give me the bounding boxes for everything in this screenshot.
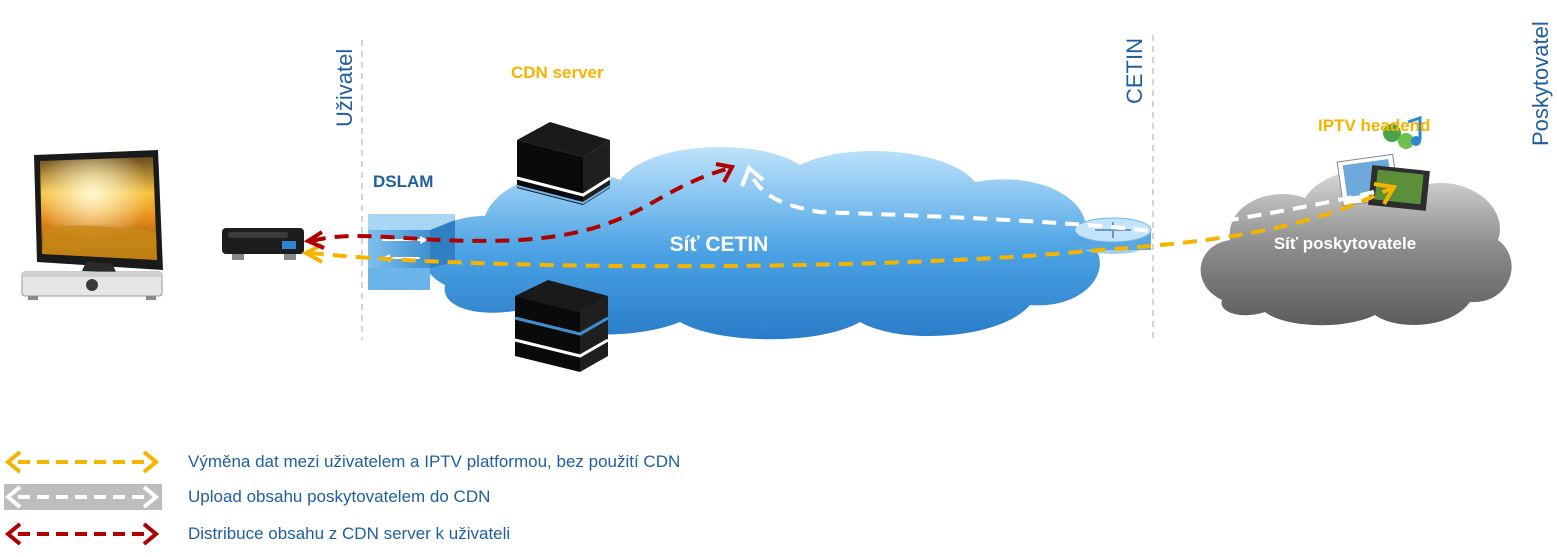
cdn-upload-path	[740, 164, 1375, 235]
legend-item: Distribuce obsahu z CDN server k uživate…	[166, 522, 510, 546]
dslam-label: DSLAM	[373, 172, 434, 191]
legend-label: Výměna dat mezi uživatelem a IPTV platfo…	[188, 452, 681, 471]
legend-label: Upload obsahu poskytovatelem do CDN	[188, 487, 491, 506]
iptv-headend-label: IPTV headend	[1318, 116, 1431, 135]
legend-red-arrow-icon	[4, 522, 160, 546]
cdn-distribution-path	[303, 162, 736, 250]
cdn-server-icon	[516, 122, 611, 205]
provider-cloud	[1200, 169, 1512, 326]
zone-label-user: Uživatel	[332, 48, 357, 127]
legend-item: Upload obsahu poskytovatelem do CDN	[166, 485, 490, 509]
legend-yellow-arrow-icon	[4, 450, 160, 474]
zone-label-cetin: CETIN	[1122, 38, 1147, 104]
iptv-data-exchange-path	[301, 182, 1398, 269]
legend-label: Distribuce obsahu z CDN server k uživate…	[188, 524, 511, 543]
set-top-box-icon	[21, 271, 163, 300]
legend-white-arrow-icon	[4, 484, 162, 510]
cdn-server-secondary-icon	[514, 280, 609, 372]
provider-network-label: Síť poskytovatele	[1274, 234, 1416, 253]
modem-icon	[222, 228, 304, 260]
cdn-server-label: CDN server	[511, 63, 604, 82]
tv-icon	[34, 150, 163, 272]
legend-item: Výměna dat mezi uživatelem a IPTV platfo…	[166, 450, 680, 474]
cetin-network-label: Síť CETIN	[670, 233, 769, 256]
zone-label-provider: Poskytovatel	[1528, 21, 1553, 146]
